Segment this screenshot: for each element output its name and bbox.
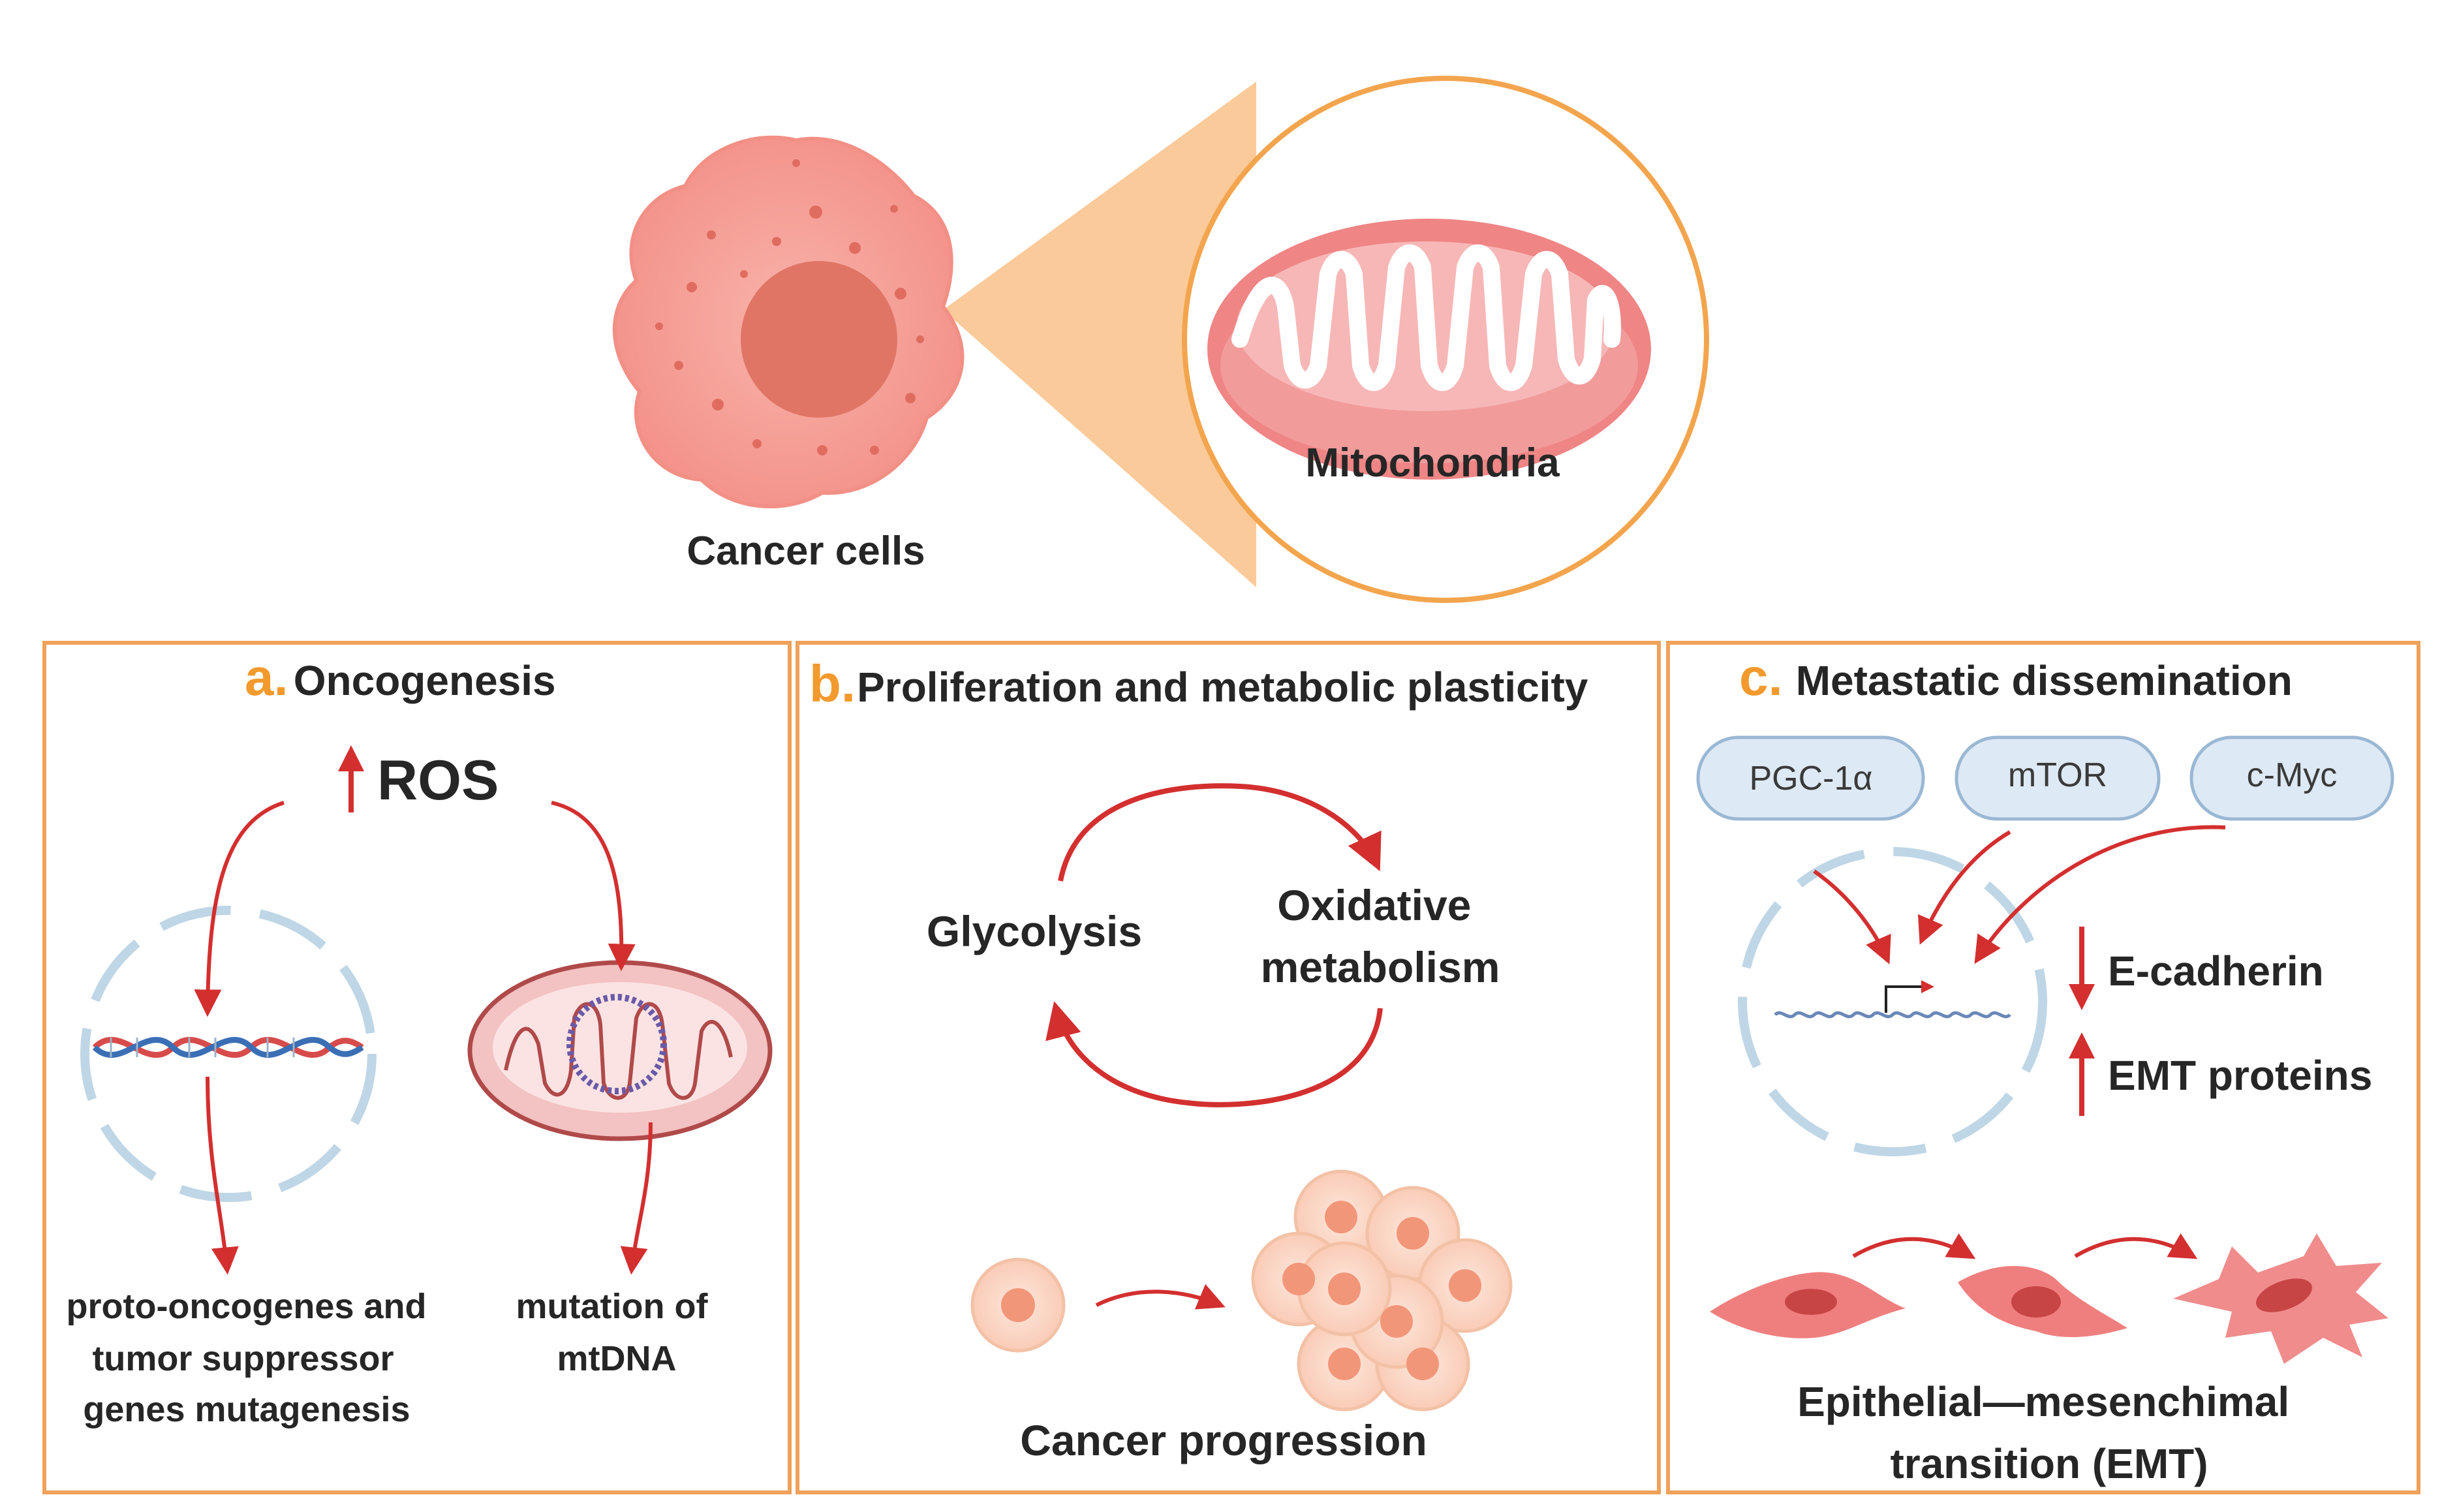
emt-caption: Epithelial—mesenchimal transition (EMT) bbox=[1797, 1378, 2301, 1487]
nucleus-c-dashed-icon bbox=[1738, 847, 2047, 1156]
panel-c-title-text: Metastatic dissemination bbox=[1796, 657, 2293, 704]
panel-a-title: a.Oncogenesis bbox=[245, 648, 556, 706]
mitochondria-label: Mitochondria bbox=[1305, 440, 1560, 486]
zoom-cone bbox=[943, 82, 1256, 587]
panel-a-right-caption: mutation of mtDNA bbox=[516, 1287, 718, 1378]
arrow-ros-to-mito bbox=[551, 801, 636, 972]
arrow-mito-to-caption bbox=[620, 1122, 653, 1275]
dna-strand-icon bbox=[1774, 980, 2011, 1019]
ecadherin-label: E-cadherin bbox=[2108, 948, 2324, 995]
transitional-cell-icon bbox=[1958, 1266, 2127, 1338]
arrow-cell-to-cluster bbox=[1095, 1284, 1226, 1310]
arrow-mtor-to-dna bbox=[1917, 830, 2011, 945]
pill-mtor-label: mTOR bbox=[2008, 756, 2107, 794]
arrow-pgc1a-to-dna bbox=[1813, 869, 1891, 964]
epithelial-cell-icon bbox=[1710, 1272, 1906, 1338]
panel-a-left-caption: proto-oncogenes and tumor suppressor gen… bbox=[66, 1287, 436, 1429]
mitochondria-zoom bbox=[1182, 76, 1709, 603]
panel-a-border bbox=[42, 641, 792, 1494]
arrow-glycolysis-to-oxidative bbox=[1058, 783, 1382, 882]
arrow-oxidative-to-glycolysis bbox=[1045, 1001, 1383, 1107]
panel-b-border bbox=[796, 641, 1661, 1494]
pill-pgc1a-label: PGC-1α bbox=[1750, 760, 1873, 797]
panel-b-title-text: Proliferation and metabolic plasticity bbox=[857, 664, 1588, 711]
arrow-dna-to-caption bbox=[206, 1076, 239, 1275]
glycolysis-label: Glycolysis bbox=[927, 907, 1142, 955]
promoter-arrow-icon bbox=[1885, 980, 1934, 1013]
panel-c-letter: c. bbox=[1739, 648, 1783, 706]
panel-b-title: b.Proliferation and metabolic plasticity bbox=[809, 655, 1588, 713]
pill-pgc1a: PGC-1α bbox=[1696, 735, 1925, 821]
dna-helix-icon bbox=[92, 1036, 364, 1058]
arrow-cmyc-to-dna bbox=[1974, 825, 2226, 964]
nucleus-icon bbox=[741, 261, 897, 418]
arrow-emt-step1 bbox=[1852, 1233, 1976, 1259]
pill-mtor: mTOR bbox=[1955, 735, 2161, 821]
cell-granules bbox=[655, 159, 924, 455]
nucleus-dashed-icon bbox=[80, 906, 377, 1202]
cancer-cells-label: Cancer cells bbox=[687, 529, 925, 574]
mitochondrion-small-icon bbox=[467, 960, 773, 1141]
ros-label: ROS bbox=[377, 749, 499, 812]
panel-a-letter: a. bbox=[245, 648, 288, 706]
mtdna-ring-icon bbox=[566, 994, 667, 1094]
pill-cmyc-label: c-Myc bbox=[2247, 756, 2338, 794]
oxidative-label: Oxidative metabolism bbox=[1261, 881, 1500, 991]
panel-c-border bbox=[1666, 641, 2420, 1494]
pill-cmyc: c-Myc bbox=[2189, 735, 2394, 821]
arrow-emt-step2 bbox=[2074, 1233, 2198, 1259]
cancer-cell-illustration bbox=[612, 82, 1256, 587]
mesenchymal-cell-icon bbox=[2173, 1233, 2388, 1364]
panel-b-letter: b. bbox=[809, 655, 856, 713]
single-cell-icon bbox=[970, 1257, 1066, 1353]
cancer-progression-label: Cancer progression bbox=[1020, 1416, 1427, 1464]
arrow-ros-to-dna bbox=[194, 801, 285, 1017]
cell-cluster-icon bbox=[1251, 1169, 1513, 1412]
panel-c-title: c. Metastatic dissemination bbox=[1739, 648, 2293, 706]
panel-a-title-text: Oncogenesis bbox=[294, 657, 556, 704]
emt-proteins-label: EMT proteins bbox=[2108, 1052, 2372, 1099]
mitochondrion-cristae bbox=[1231, 244, 1621, 391]
